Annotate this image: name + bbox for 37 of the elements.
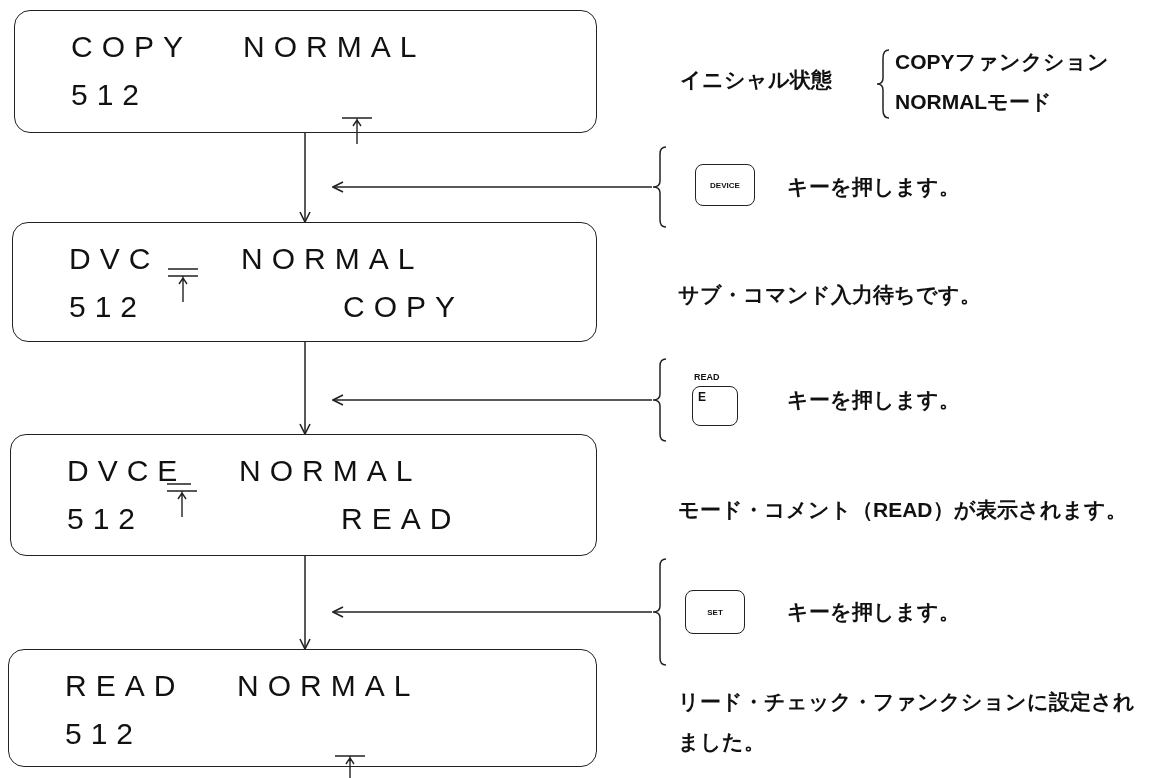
instruction-text: キーを押します。: [787, 599, 960, 625]
description-text: サブ・コマンド入力待ちです。: [678, 282, 982, 308]
description-text: COPYファンクション: [895, 49, 1110, 75]
key-cap: DEVICE: [695, 164, 755, 206]
display-text: 512: [69, 291, 147, 323]
display-text: 512: [67, 503, 145, 535]
lcd-display: [10, 434, 597, 556]
display-text: NORMAL: [241, 243, 424, 275]
description-text: リード・チェック・ファンクションに設定されました。: [678, 689, 1136, 755]
lcd-display: [12, 222, 597, 342]
description-text: モード・コメント（READ）が表示されます。: [678, 497, 1128, 523]
instruction-text: キーを押します。: [787, 387, 960, 413]
lcd-display: [14, 10, 597, 133]
display-text: 512: [65, 718, 143, 750]
display-text: READ: [65, 670, 185, 702]
arrow: [299, 555, 311, 650]
display-text: READ: [341, 503, 461, 535]
arrow: [332, 394, 653, 406]
arrow: [299, 132, 311, 223]
display-text: 512: [71, 79, 149, 111]
description-text: イニシャル状態: [680, 67, 833, 93]
arrow: [332, 606, 653, 618]
display-text: COPY: [343, 291, 465, 323]
display-text: DVCE: [67, 455, 187, 487]
description-text: NORMALモード: [895, 89, 1054, 115]
key-cap: E: [692, 386, 738, 426]
instruction-text: キーを押します。: [787, 174, 960, 200]
display-text: DVC: [69, 243, 160, 275]
display-text: NORMAL: [243, 31, 426, 63]
lcd-display: [8, 649, 597, 767]
key-label: READ: [694, 372, 720, 382]
display-text: COPY: [71, 31, 193, 63]
display-text: NORMAL: [239, 455, 422, 487]
key-cap: SET: [685, 590, 745, 634]
arrow: [299, 341, 311, 435]
display-text: NORMAL: [237, 670, 420, 702]
arrow: [332, 181, 653, 193]
